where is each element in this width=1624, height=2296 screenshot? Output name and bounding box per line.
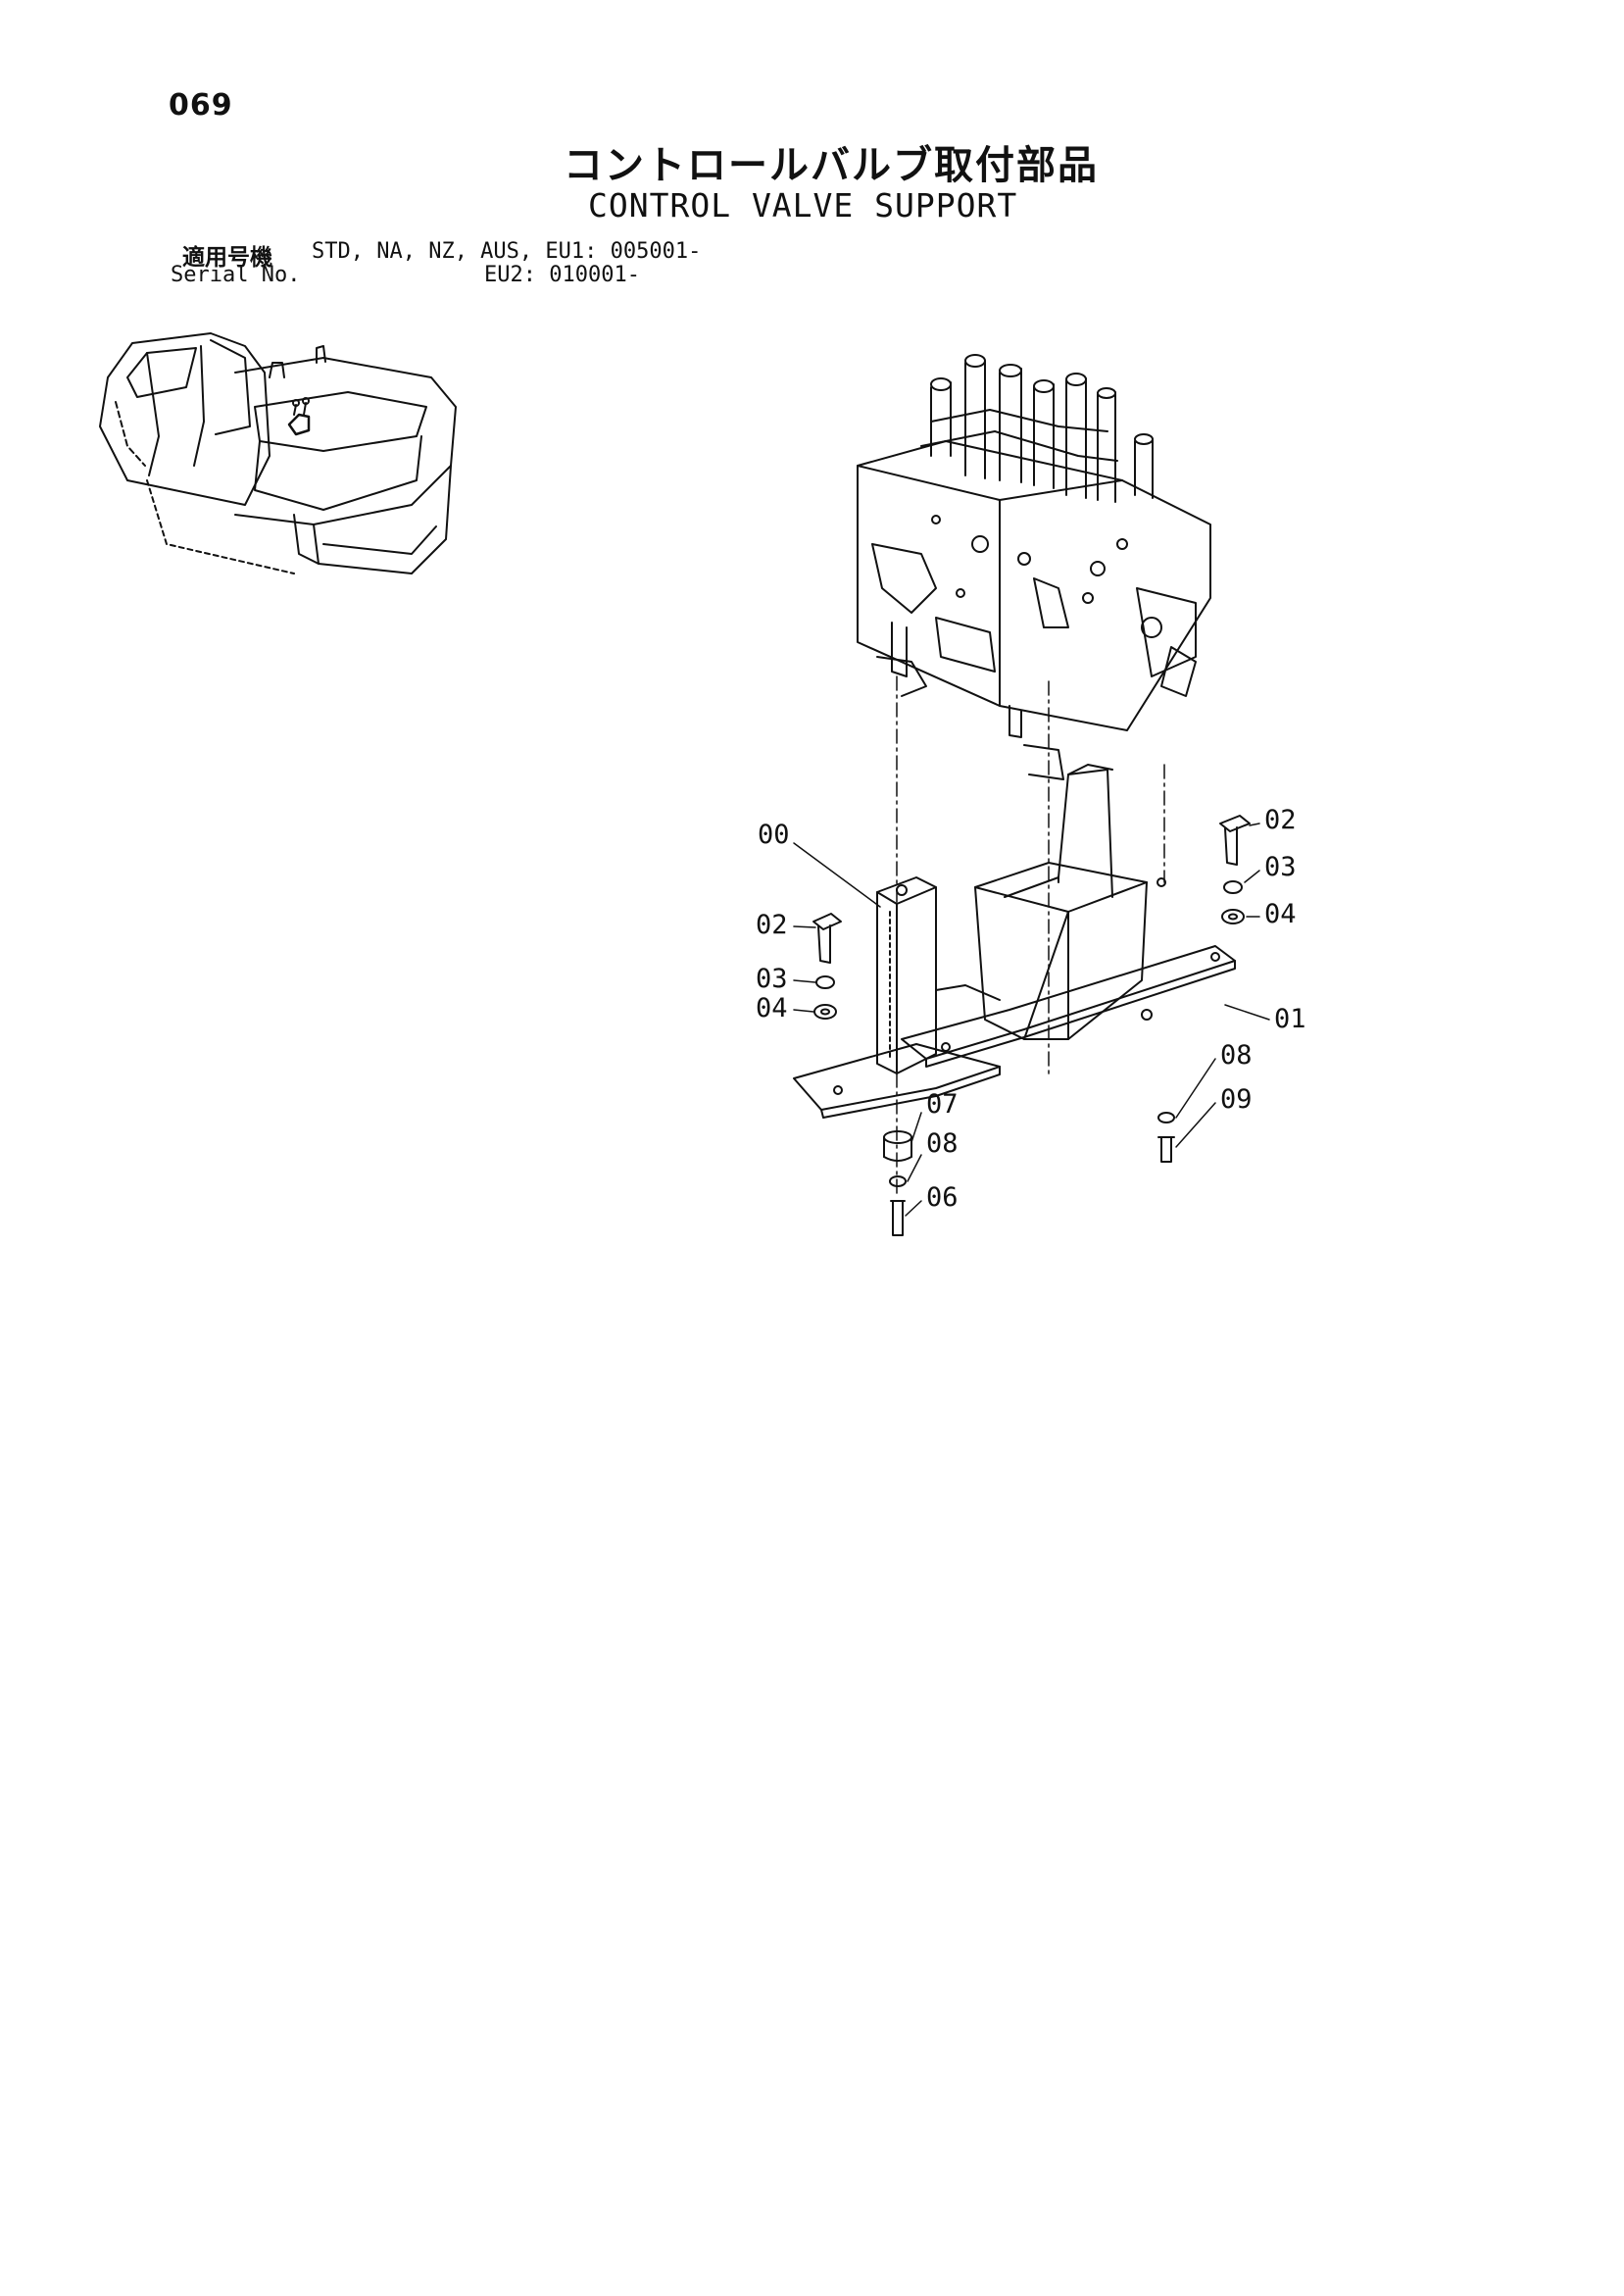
serial-range-line-1: STD, NA, NZ, AUS, EU1: 005001-: [312, 239, 702, 264]
serial-label-english: Serial No.: [171, 263, 301, 287]
excavator-location-thumbnail: [99, 332, 457, 574]
page-title-english: CONTROL VALVE SUPPORT: [588, 186, 1018, 225]
callout-09: 09: [1220, 1084, 1253, 1115]
control-valve-support-exploded-diagram: 00 02 03 04 02 03 04 01 07 08 06 08 09: [756, 354, 1306, 1236]
callout-04-right: 04: [1264, 899, 1297, 929]
callout-02-right: 02: [1264, 805, 1297, 835]
control-valve-block: [857, 354, 1211, 780]
callout-04-left: 04: [756, 993, 788, 1023]
hardware-bottom-right: [1157, 1112, 1175, 1163]
callout-03-right: 03: [1264, 852, 1297, 882]
page-number: 069: [169, 88, 233, 123]
callout-00: 00: [758, 820, 790, 850]
callout-06: 06: [926, 1182, 959, 1213]
callout-02-left: 02: [756, 910, 788, 940]
hardware-right-stack: [1219, 815, 1251, 924]
callout-08-right: 08: [1220, 1040, 1253, 1071]
leader-lines: [793, 823, 1270, 1217]
callout-07: 07: [926, 1089, 959, 1120]
hardware-bottom-left: [883, 1130, 912, 1236]
serial-label-japanese: 適用号機: [182, 245, 272, 271]
bracket-01: [901, 764, 1236, 1068]
bracket-00: [793, 876, 1001, 1119]
page-title-japanese: コントロールバルブ取付部品: [564, 143, 1099, 188]
serial-range-line-2: EU2: 010001-: [484, 263, 640, 287]
callout-01: 01: [1274, 1004, 1306, 1034]
callout-03-left: 03: [756, 964, 788, 994]
hardware-left-stack: [812, 913, 842, 1020]
callout-08-left: 08: [926, 1128, 959, 1159]
